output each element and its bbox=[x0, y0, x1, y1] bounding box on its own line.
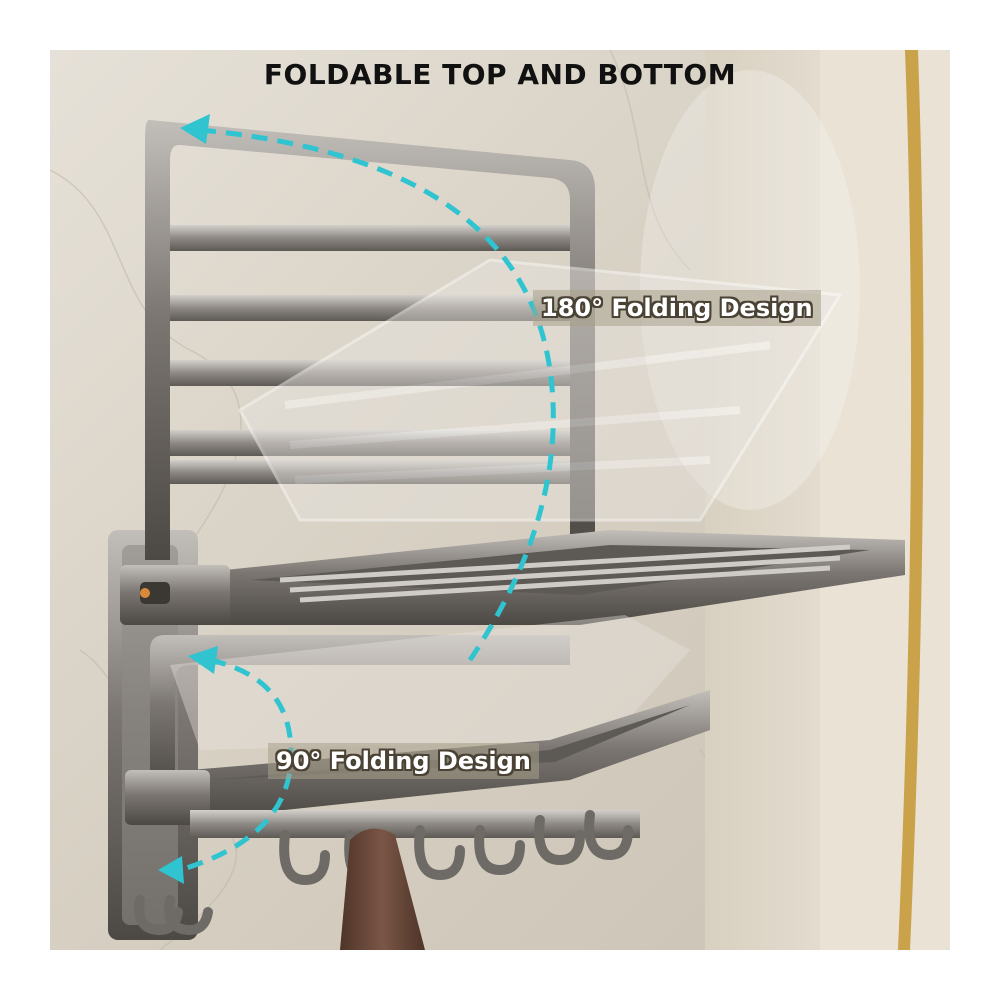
hanging-towel bbox=[340, 828, 425, 950]
top-shelf-raised-frame bbox=[145, 119, 595, 561]
ghost-bottom-frame bbox=[170, 615, 690, 750]
page-title: FOLDABLE TOP AND BOTTOM bbox=[263, 58, 737, 91]
bottom-shelf-raised-frame bbox=[150, 615, 690, 790]
rail-2 bbox=[170, 295, 570, 321]
top-shelf-horizontal bbox=[120, 530, 905, 625]
rail-1 bbox=[170, 225, 570, 251]
dashed-arrow-top-icon bbox=[199, 127, 556, 662]
rail-5 bbox=[170, 460, 570, 484]
hinge-screw bbox=[140, 588, 150, 598]
door-edge bbox=[820, 50, 950, 950]
photo-frame bbox=[50, 50, 950, 950]
rail-4 bbox=[170, 430, 570, 456]
callout-90-folding: 90° Folding Design bbox=[268, 743, 539, 779]
top-hinge bbox=[120, 565, 230, 625]
bottom-hinge bbox=[125, 770, 210, 825]
gold-trim bbox=[898, 50, 924, 950]
rack-illustration bbox=[50, 50, 950, 950]
rail-3 bbox=[170, 360, 570, 386]
callout-180-folding: 180° Folding Design bbox=[533, 290, 821, 326]
